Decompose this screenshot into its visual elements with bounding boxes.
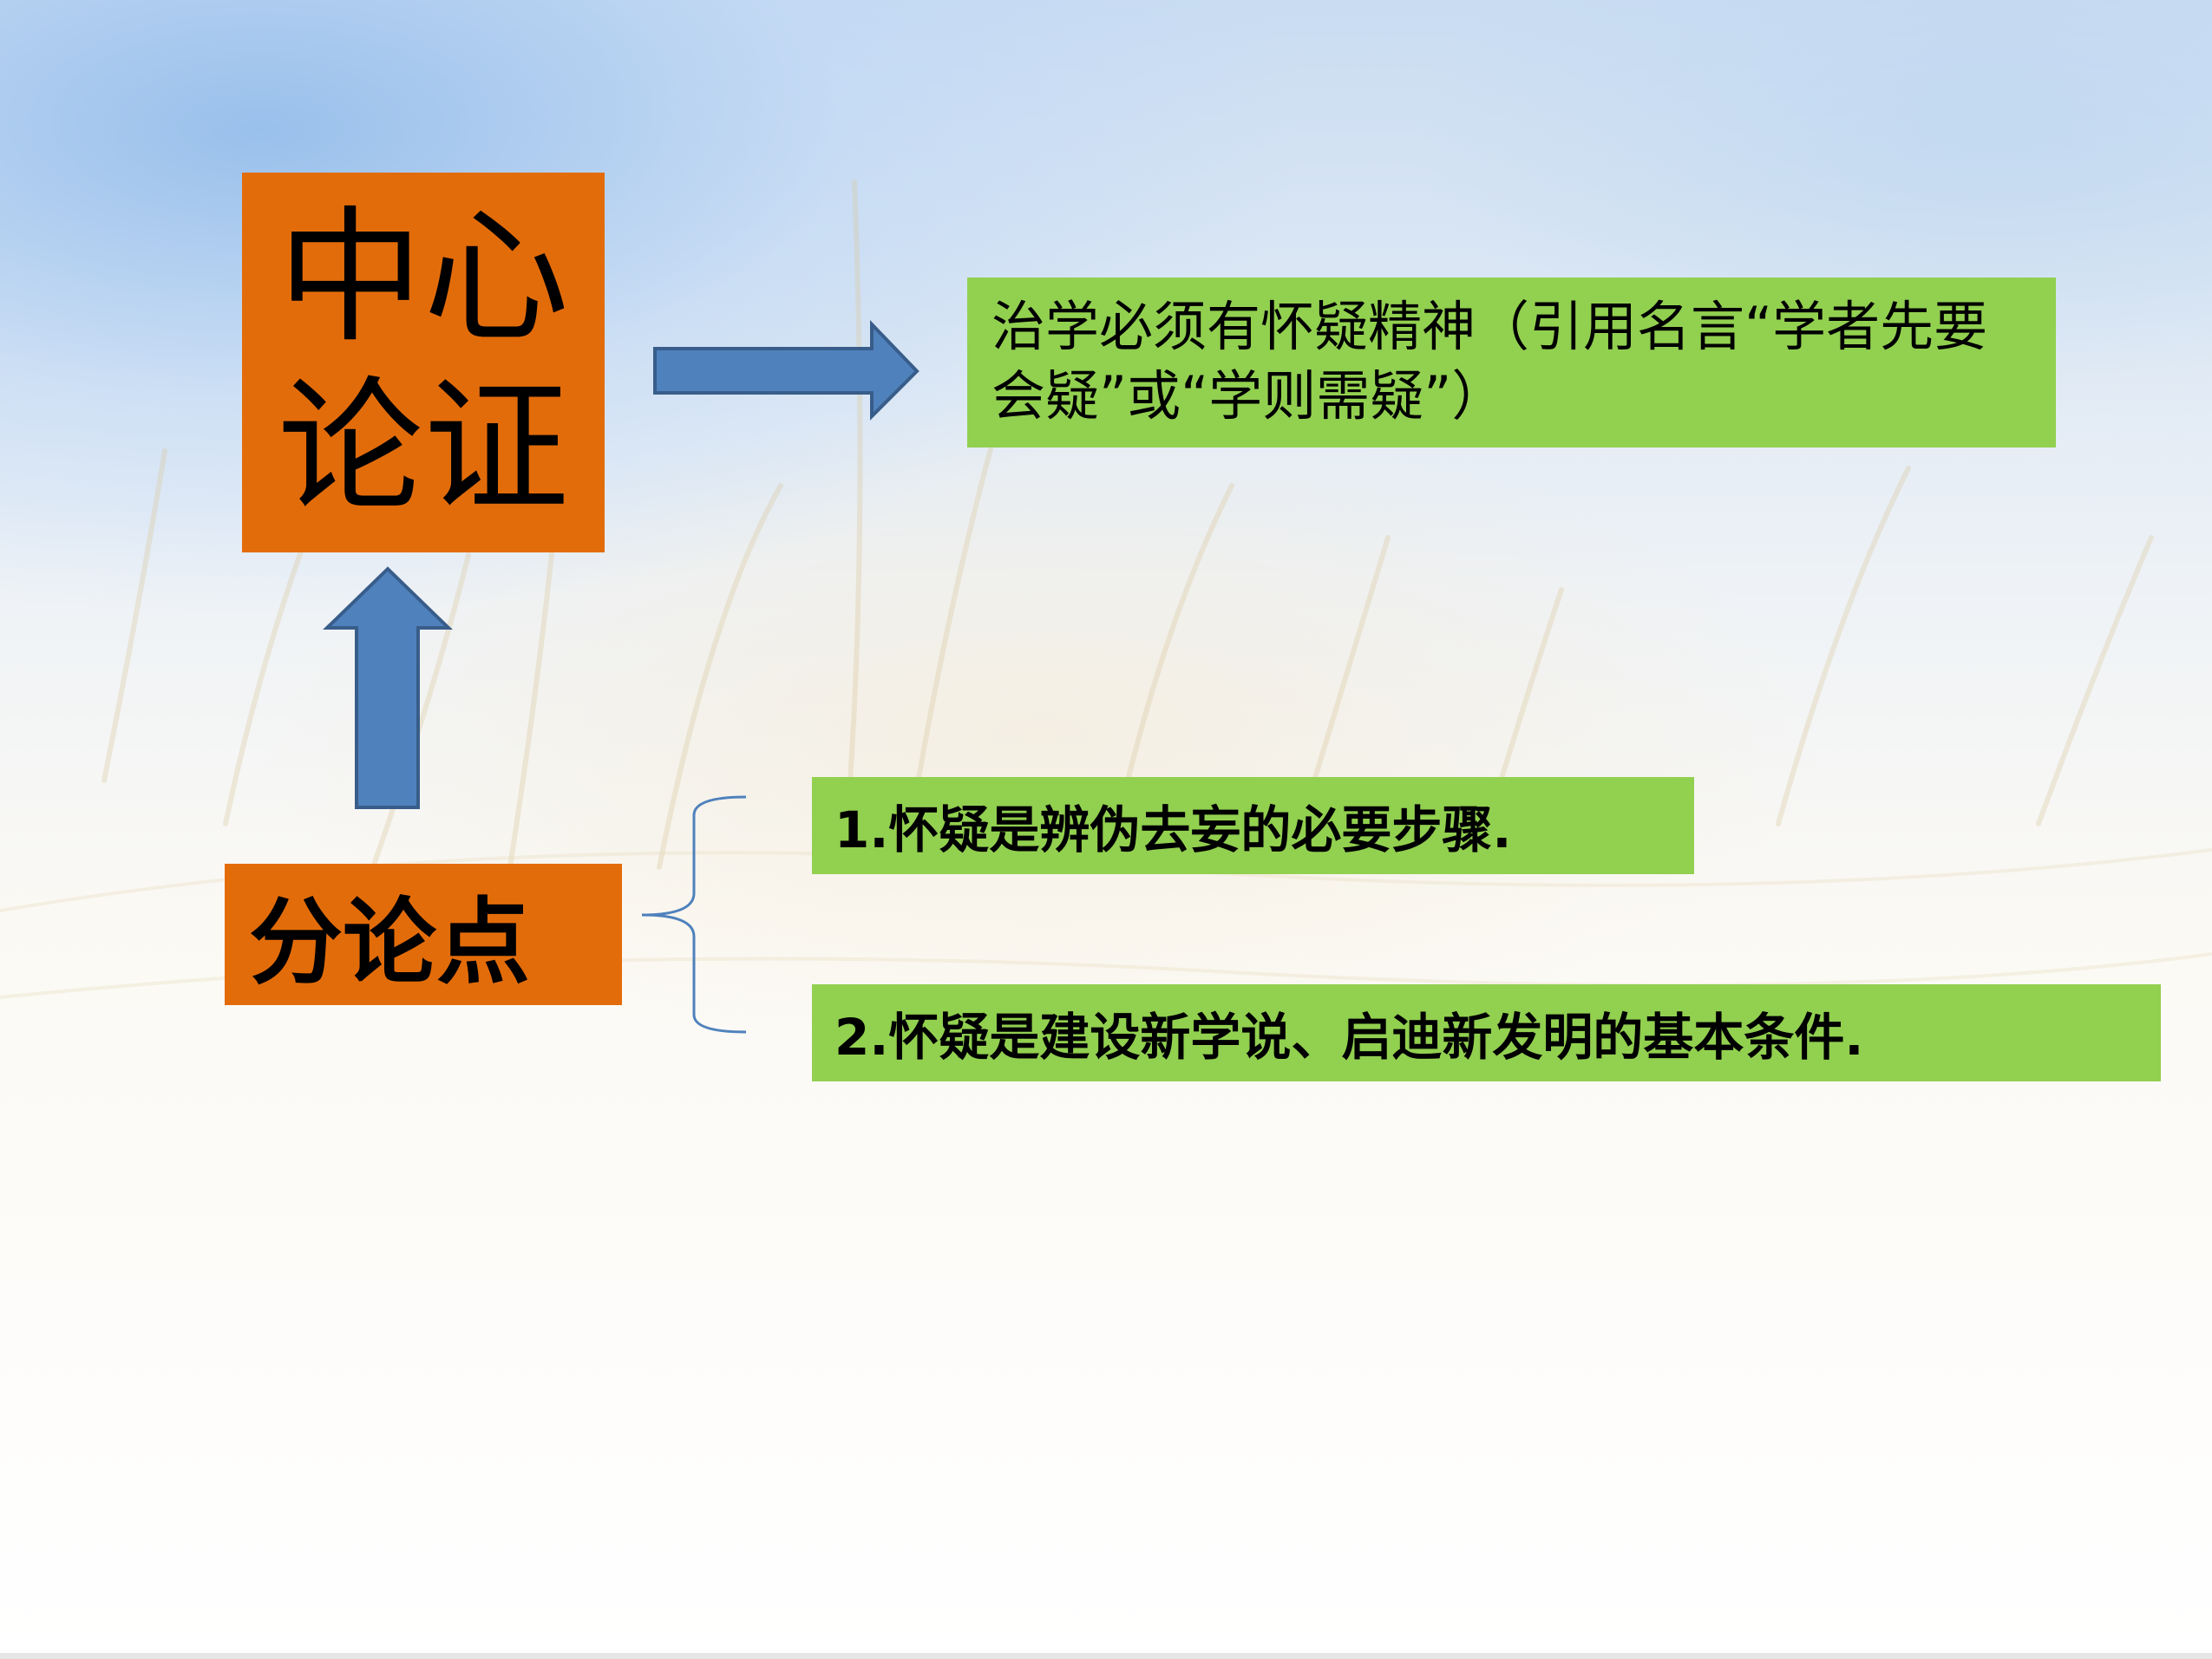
- footer-line: [0, 1653, 2212, 1659]
- thesis-box: 治学必须有怀疑精神（引用名言“学者先要会疑”或“学则需疑”）: [967, 278, 2056, 447]
- sub-point-2-text: 2.怀疑是建设新学说、启迪新发明的基本条件.: [834, 1008, 1864, 1067]
- central-argument-label: 中心论证: [278, 193, 569, 532]
- sub-point-1: 1.怀疑是辨伪去妄的必要步骤.: [812, 777, 1694, 874]
- sub-argument-box: 分论点: [225, 864, 622, 1005]
- sub-point-2: 2.怀疑是建设新学说、启迪新发明的基本条件.: [812, 984, 2161, 1081]
- brace-icon: [641, 795, 747, 1034]
- sub-argument-label: 分论点: [249, 888, 531, 997]
- right-arrow-icon: [653, 320, 919, 421]
- up-arrow-icon: [323, 566, 453, 809]
- central-argument-box: 中心论证: [242, 173, 605, 552]
- sub-point-1-text: 1.怀疑是辨伪去妄的必要步骤.: [834, 800, 1512, 859]
- thesis-text: 治学必须有怀疑精神（引用名言“学者先要会疑”或“学则需疑”）: [991, 295, 1988, 428]
